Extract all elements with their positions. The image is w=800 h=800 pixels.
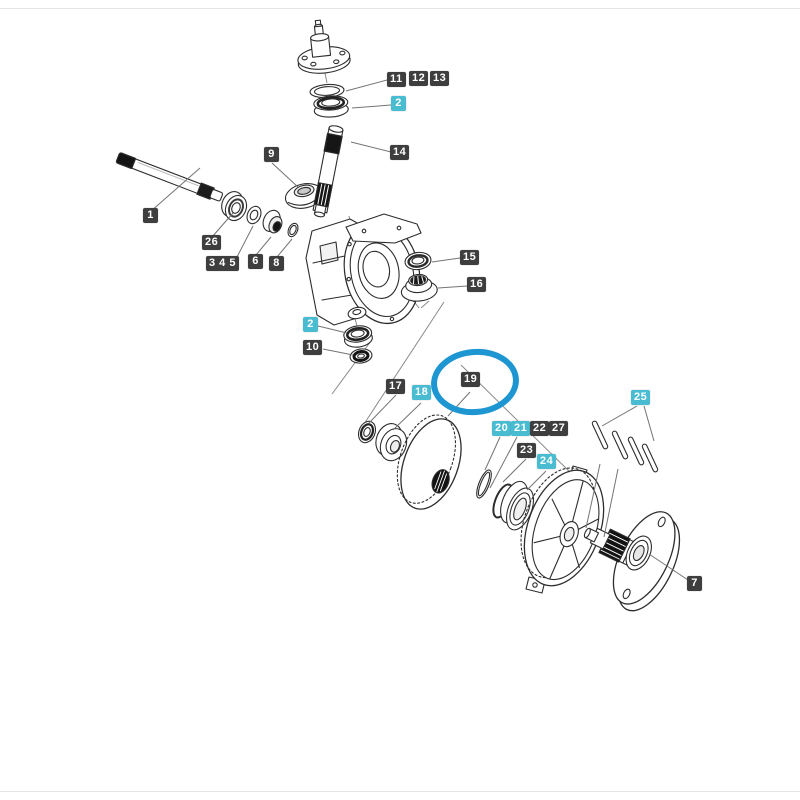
axle-shaft-part [115, 152, 224, 202]
callout-c17[interactable]: 17 [386, 379, 406, 394]
planet-pins-25-part [591, 420, 659, 473]
callout-c15[interactable]: 15 [460, 250, 480, 265]
bearing-18-part [375, 423, 408, 462]
page-divider-bottom [0, 791, 800, 792]
callout-c1[interactable]: 1 [143, 208, 158, 223]
seal-15-part [404, 251, 432, 271]
page-divider-top [0, 8, 800, 9]
callout-c14[interactable]: 14 [390, 145, 410, 160]
ring-10-part [349, 348, 373, 364]
callout-c20[interactable]: 20 [492, 421, 512, 436]
oring-20-21-part [476, 469, 492, 499]
callout-c13[interactable]: 13 [430, 71, 450, 86]
callout-c8[interactable]: 8 [269, 256, 284, 271]
kingpin-cap-part [297, 19, 351, 74]
bearing-cone-16-part [400, 273, 438, 302]
callout-c23[interactable]: 23 [517, 443, 537, 458]
callout-c2top[interactable]: 2 [391, 96, 406, 111]
highlight-circle [431, 348, 519, 416]
callout-c9[interactable]: 9 [264, 147, 279, 162]
callout-c2mid[interactable]: 2 [303, 317, 318, 332]
kingpin-14-part [312, 125, 344, 218]
leader-lines [149, 79, 689, 581]
bearing-2-mid-part [343, 325, 373, 348]
callout-c12[interactable]: 12 [409, 71, 429, 86]
ring-24-part [500, 480, 535, 531]
cover-disc-19-part [396, 414, 462, 510]
washer-stack-part [246, 205, 262, 225]
hub-shaft-7-part [583, 511, 681, 612]
seal-17-part [357, 420, 377, 444]
oring-8-part [287, 222, 299, 238]
dome-cover-9-part [284, 183, 324, 209]
callout-c22[interactable]: 22 [530, 421, 550, 436]
callout-c11[interactable]: 11 [387, 72, 406, 87]
bearing-2-top-part [313, 95, 349, 118]
callout-c25[interactable]: 25 [631, 390, 651, 405]
callout-c18[interactable]: 18 [412, 385, 432, 400]
callout-c6[interactable]: 6 [248, 254, 263, 269]
snap-ring-23-part [492, 483, 513, 519]
bell-housing-part [520, 465, 605, 594]
callout-c26[interactable]: 26 [202, 235, 222, 250]
callout-c345[interactable]: 3 4 5 [206, 256, 239, 271]
callout-c21[interactable]: 21 [511, 421, 531, 436]
callout-c10[interactable]: 10 [303, 340, 323, 355]
callout-c19[interactable]: 19 [461, 372, 481, 387]
collar-6-part [262, 209, 283, 234]
callout-c16[interactable]: 16 [467, 277, 487, 292]
callout-c24[interactable]: 24 [537, 454, 557, 469]
bearing-26-part [221, 191, 248, 222]
callout-c27[interactable]: 27 [549, 421, 569, 436]
callout-c7[interactable]: 7 [687, 576, 702, 591]
